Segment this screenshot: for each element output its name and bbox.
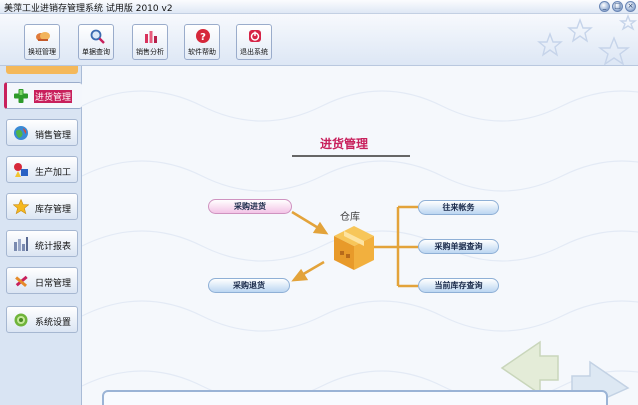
- magnifier-icon: [90, 29, 105, 44]
- shapes-icon: [14, 163, 28, 177]
- back-arrow-icon: [500, 340, 559, 396]
- exit-icon: [249, 30, 261, 42]
- purchase-in-button[interactable]: 采购进货: [208, 199, 292, 214]
- sidebar: 进货管理 销售管理 生产加工 库存管理 统计报表 日常管理: [0, 66, 82, 405]
- star-icon: [13, 199, 29, 215]
- report-icon: [14, 237, 28, 251]
- plus-icon: [14, 89, 28, 103]
- sidebar-item-daily[interactable]: 日常管理: [6, 267, 78, 294]
- restore-button[interactable]: □: [612, 1, 623, 12]
- bracket-connector: [374, 205, 418, 288]
- handshake-icon: [36, 32, 50, 41]
- warehouse-box-icon: [334, 226, 374, 270]
- toolbar-button-label: 销售分析: [136, 48, 164, 56]
- tools-icon: [15, 275, 28, 288]
- sidebar-item-settings[interactable]: 系统设置: [6, 306, 78, 333]
- toolbar-button-label: 软件帮助: [188, 48, 216, 56]
- bar-chart-icon: [145, 31, 157, 43]
- arrow-to-return: [291, 260, 325, 282]
- gear-icon: [14, 313, 28, 327]
- sidebar-top-band: [6, 66, 78, 74]
- svg-text:?: ?: [200, 32, 206, 43]
- sidebar-item-production[interactable]: 生产加工: [6, 156, 78, 183]
- sidebar-item-label: 生产加工: [35, 168, 72, 178]
- purchase-return-button[interactable]: 采购退货: [208, 278, 290, 293]
- toolbar-button-label: 换班管理: [28, 48, 56, 56]
- globe-icon: [14, 126, 28, 140]
- sidebar-item-reports[interactable]: 统计报表: [6, 230, 78, 257]
- accounts-button[interactable]: 往来帐务: [418, 200, 499, 215]
- stock-query-button[interactable]: 当前库存查询: [418, 278, 499, 293]
- title-bar: 美萍工业进销存管理系统 试用版 2010 v2 _ □ ×: [0, 0, 638, 14]
- title-underline: [292, 155, 410, 157]
- toolbar-exit-button[interactable]: 退出系统: [236, 24, 272, 60]
- toolbar-sales-analysis-button[interactable]: 销售分析: [132, 24, 168, 60]
- sidebar-item-label: 库存管理: [35, 205, 72, 215]
- toolbar-shift-button[interactable]: 换班管理: [24, 24, 60, 60]
- sidebar-item-label: 日常管理: [35, 279, 72, 289]
- toolbar-help-button[interactable]: ? 软件帮助: [184, 24, 220, 60]
- warehouse-label: 仓库: [340, 212, 360, 223]
- window-controls: _ □ ×: [599, 1, 636, 12]
- workflow-diagram: [291, 205, 418, 288]
- arrow-to-warehouse: [291, 210, 329, 235]
- window-title: 美萍工业进销存管理系统 试用版 2010 v2: [4, 4, 173, 14]
- sidebar-item-label: 统计报表: [35, 242, 72, 252]
- sidebar-item-label: 进货管理: [34, 90, 73, 103]
- toolbar-document-query-button[interactable]: 单据查询: [78, 24, 114, 60]
- sidebar-item-sales[interactable]: 销售管理: [6, 119, 78, 146]
- main-panel: 进货管理 仓库 采购进货 采购退货: [82, 66, 638, 405]
- purchase-query-button[interactable]: 采购单据查询: [418, 239, 499, 254]
- decorative-stars: [537, 14, 638, 65]
- background-pattern: [82, 90, 638, 402]
- bottom-panel: [102, 390, 608, 405]
- toolbar-button-label: 单据查询: [82, 48, 110, 56]
- sidebar-item-purchase[interactable]: 进货管理: [4, 82, 82, 109]
- minimize-button[interactable]: _: [599, 1, 610, 12]
- sidebar-item-label: 销售管理: [35, 131, 72, 141]
- toolbar-button-label: 退出系统: [240, 48, 268, 56]
- sidebar-item-label: 系统设置: [35, 318, 72, 328]
- page-title: 进货管理: [320, 137, 369, 151]
- sidebar-item-inventory[interactable]: 库存管理: [6, 193, 78, 220]
- close-button[interactable]: ×: [625, 1, 636, 12]
- help-icon: ?: [196, 29, 210, 43]
- toolbar: 换班管理 单据查询 销售分析 ? 软件帮助 退出系统: [0, 14, 638, 66]
